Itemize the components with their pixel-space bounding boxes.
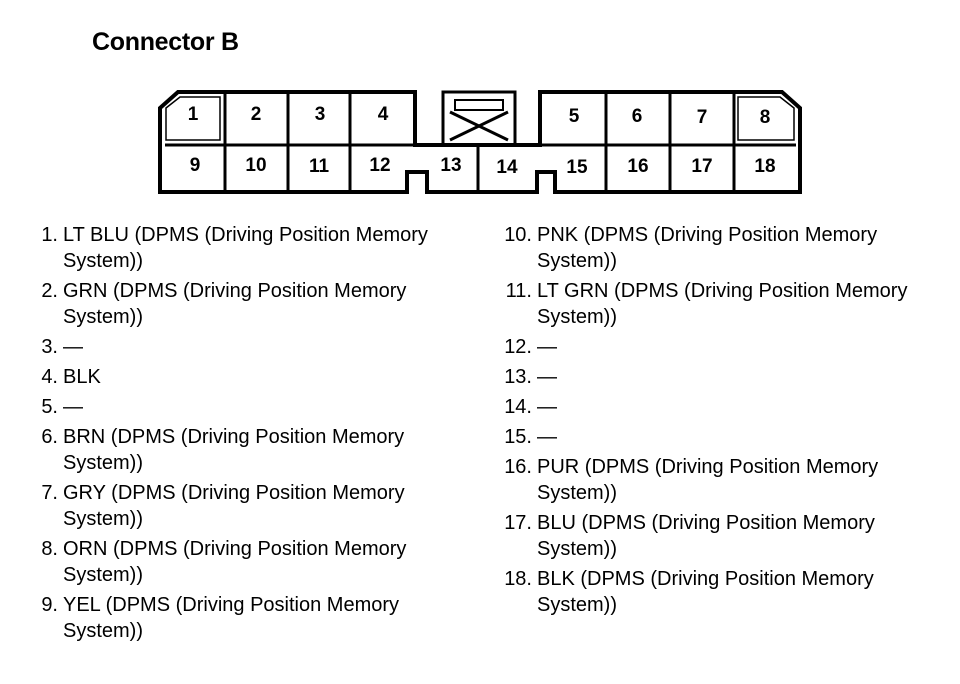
wire-list-right: 10.PNK (DPMS (Driving Position Memory Sy… <box>490 222 930 622</box>
wire-list-item: 10.PNK (DPMS (Driving Position Memory Sy… <box>490 222 930 274</box>
wire-description: BRN (DPMS (Driving Position Memory Syste… <box>63 426 405 474</box>
pin-label-11: 11 <box>309 156 330 177</box>
cavity-1-outline <box>165 96 221 141</box>
wire-description: YEL (DPMS (Driving Position Memory Syste… <box>63 594 400 642</box>
pin-number: 7. <box>41 482 58 504</box>
diagram-title: Connector B <box>92 28 239 56</box>
wire-description: LT GRN (DPMS (Driving Position Memory Sy… <box>537 280 908 328</box>
wire-description: GRN (DPMS (Driving Position Memory Syste… <box>63 280 407 328</box>
pin-number: 13. <box>504 366 532 388</box>
wire-description: — <box>537 336 557 358</box>
pin-labels-top: 1 2 3 4 5 6 7 8 <box>188 104 771 128</box>
pin-number: 9. <box>41 594 58 616</box>
pin-label-13: 13 <box>440 155 461 176</box>
pin-label-6: 6 <box>632 106 643 127</box>
pin-labels-bottom: 9 10 11 12 13 14 15 16 17 18 <box>190 155 776 178</box>
pin-number: 6. <box>41 426 58 448</box>
pin-number: 15. <box>504 426 532 448</box>
wire-description: GRY (DPMS (Driving Position Memory Syste… <box>63 482 405 530</box>
wire-description: — <box>537 396 557 418</box>
wire-list-item: 16.PUR (DPMS (Driving Position Memory Sy… <box>490 454 930 506</box>
wire-list-item: 7.GRY (DPMS (Driving Position Memory Sys… <box>30 480 460 532</box>
pin-label-5: 5 <box>569 106 580 127</box>
wire-description: BLU (DPMS (Driving Position Memory Syste… <box>537 512 875 560</box>
pin-label-9: 9 <box>190 155 201 176</box>
wire-list-left: 1.LT BLU (DPMS (Driving Position Memory … <box>30 222 460 648</box>
pin-label-15: 15 <box>566 157 588 178</box>
pin-label-1: 1 <box>188 104 199 125</box>
pin-number: 2. <box>41 280 58 302</box>
wire-list-item: 11.LT GRN (DPMS (Driving Position Memory… <box>490 278 930 330</box>
pin-number: 3. <box>41 336 58 358</box>
pin-label-8: 8 <box>760 107 771 128</box>
pin-label-7: 7 <box>697 107 708 128</box>
pin-number: 5. <box>41 396 58 418</box>
cavity-8-outline <box>737 96 795 141</box>
wire-description: PUR (DPMS (Driving Position Memory Syste… <box>537 456 879 504</box>
wire-description: PNK (DPMS (Driving Position Memory Syste… <box>537 224 878 272</box>
wire-list-item: 12.— <box>490 334 930 360</box>
wire-description: — <box>537 426 557 448</box>
wire-list-item: 4.BLK <box>30 364 460 390</box>
pin-number: 4. <box>41 366 58 388</box>
wire-description: — <box>63 396 83 418</box>
pin-number: 16. <box>504 456 532 478</box>
wire-description: LT BLU (DPMS (Driving Position Memory Sy… <box>63 224 428 272</box>
pin-label-18: 18 <box>754 156 775 177</box>
wire-list-item: 17.BLU (DPMS (Driving Position Memory Sy… <box>490 510 930 562</box>
wire-description: BLK <box>63 366 101 388</box>
pin-label-16: 16 <box>627 156 648 177</box>
wire-list-item: 9.YEL (DPMS (Driving Position Memory Sys… <box>30 592 460 644</box>
wire-list-item: 6.BRN (DPMS (Driving Position Memory Sys… <box>30 424 460 476</box>
pin-number: 14. <box>504 396 532 418</box>
pin-label-12: 12 <box>369 155 390 176</box>
wire-list-item: 2.GRN (DPMS (Driving Position Memory Sys… <box>30 278 460 330</box>
wire-list-item: 8.ORN (DPMS (Driving Position Memory Sys… <box>30 536 460 588</box>
pin-label-14: 14 <box>496 157 518 178</box>
pin-number: 12. <box>504 336 532 358</box>
wire-description: BLK (DPMS (Driving Position Memory Syste… <box>537 568 874 616</box>
locking-tab-icon <box>441 90 517 147</box>
wire-description: — <box>537 366 557 388</box>
wire-description: ORN (DPMS (Driving Position Memory Syste… <box>63 538 407 586</box>
pin-number: 17. <box>504 512 532 534</box>
pin-number: 1. <box>41 224 58 246</box>
pin-label-4: 4 <box>378 104 389 125</box>
wire-list-item: 13.— <box>490 364 930 390</box>
wire-list-item: 14.— <box>490 394 930 420</box>
wire-description: — <box>63 336 83 358</box>
pin-number: 10. <box>504 224 532 246</box>
pin-label-2: 2 <box>251 104 262 125</box>
pin-number: 11. <box>505 280 532 302</box>
wire-list-item: 18.BLK (DPMS (Driving Position Memory Sy… <box>490 566 930 618</box>
pin-label-10: 10 <box>245 155 266 176</box>
pin-label-3: 3 <box>315 104 326 125</box>
wire-list-item: 5.— <box>30 394 460 420</box>
pin-number: 8. <box>41 538 58 560</box>
pin-label-17: 17 <box>691 156 712 177</box>
pin-number: 18. <box>504 568 532 590</box>
wire-list-item: 1.LT BLU (DPMS (Driving Position Memory … <box>30 222 460 274</box>
wire-list-item: 15.— <box>490 424 930 450</box>
wire-list-item: 3.— <box>30 334 460 360</box>
